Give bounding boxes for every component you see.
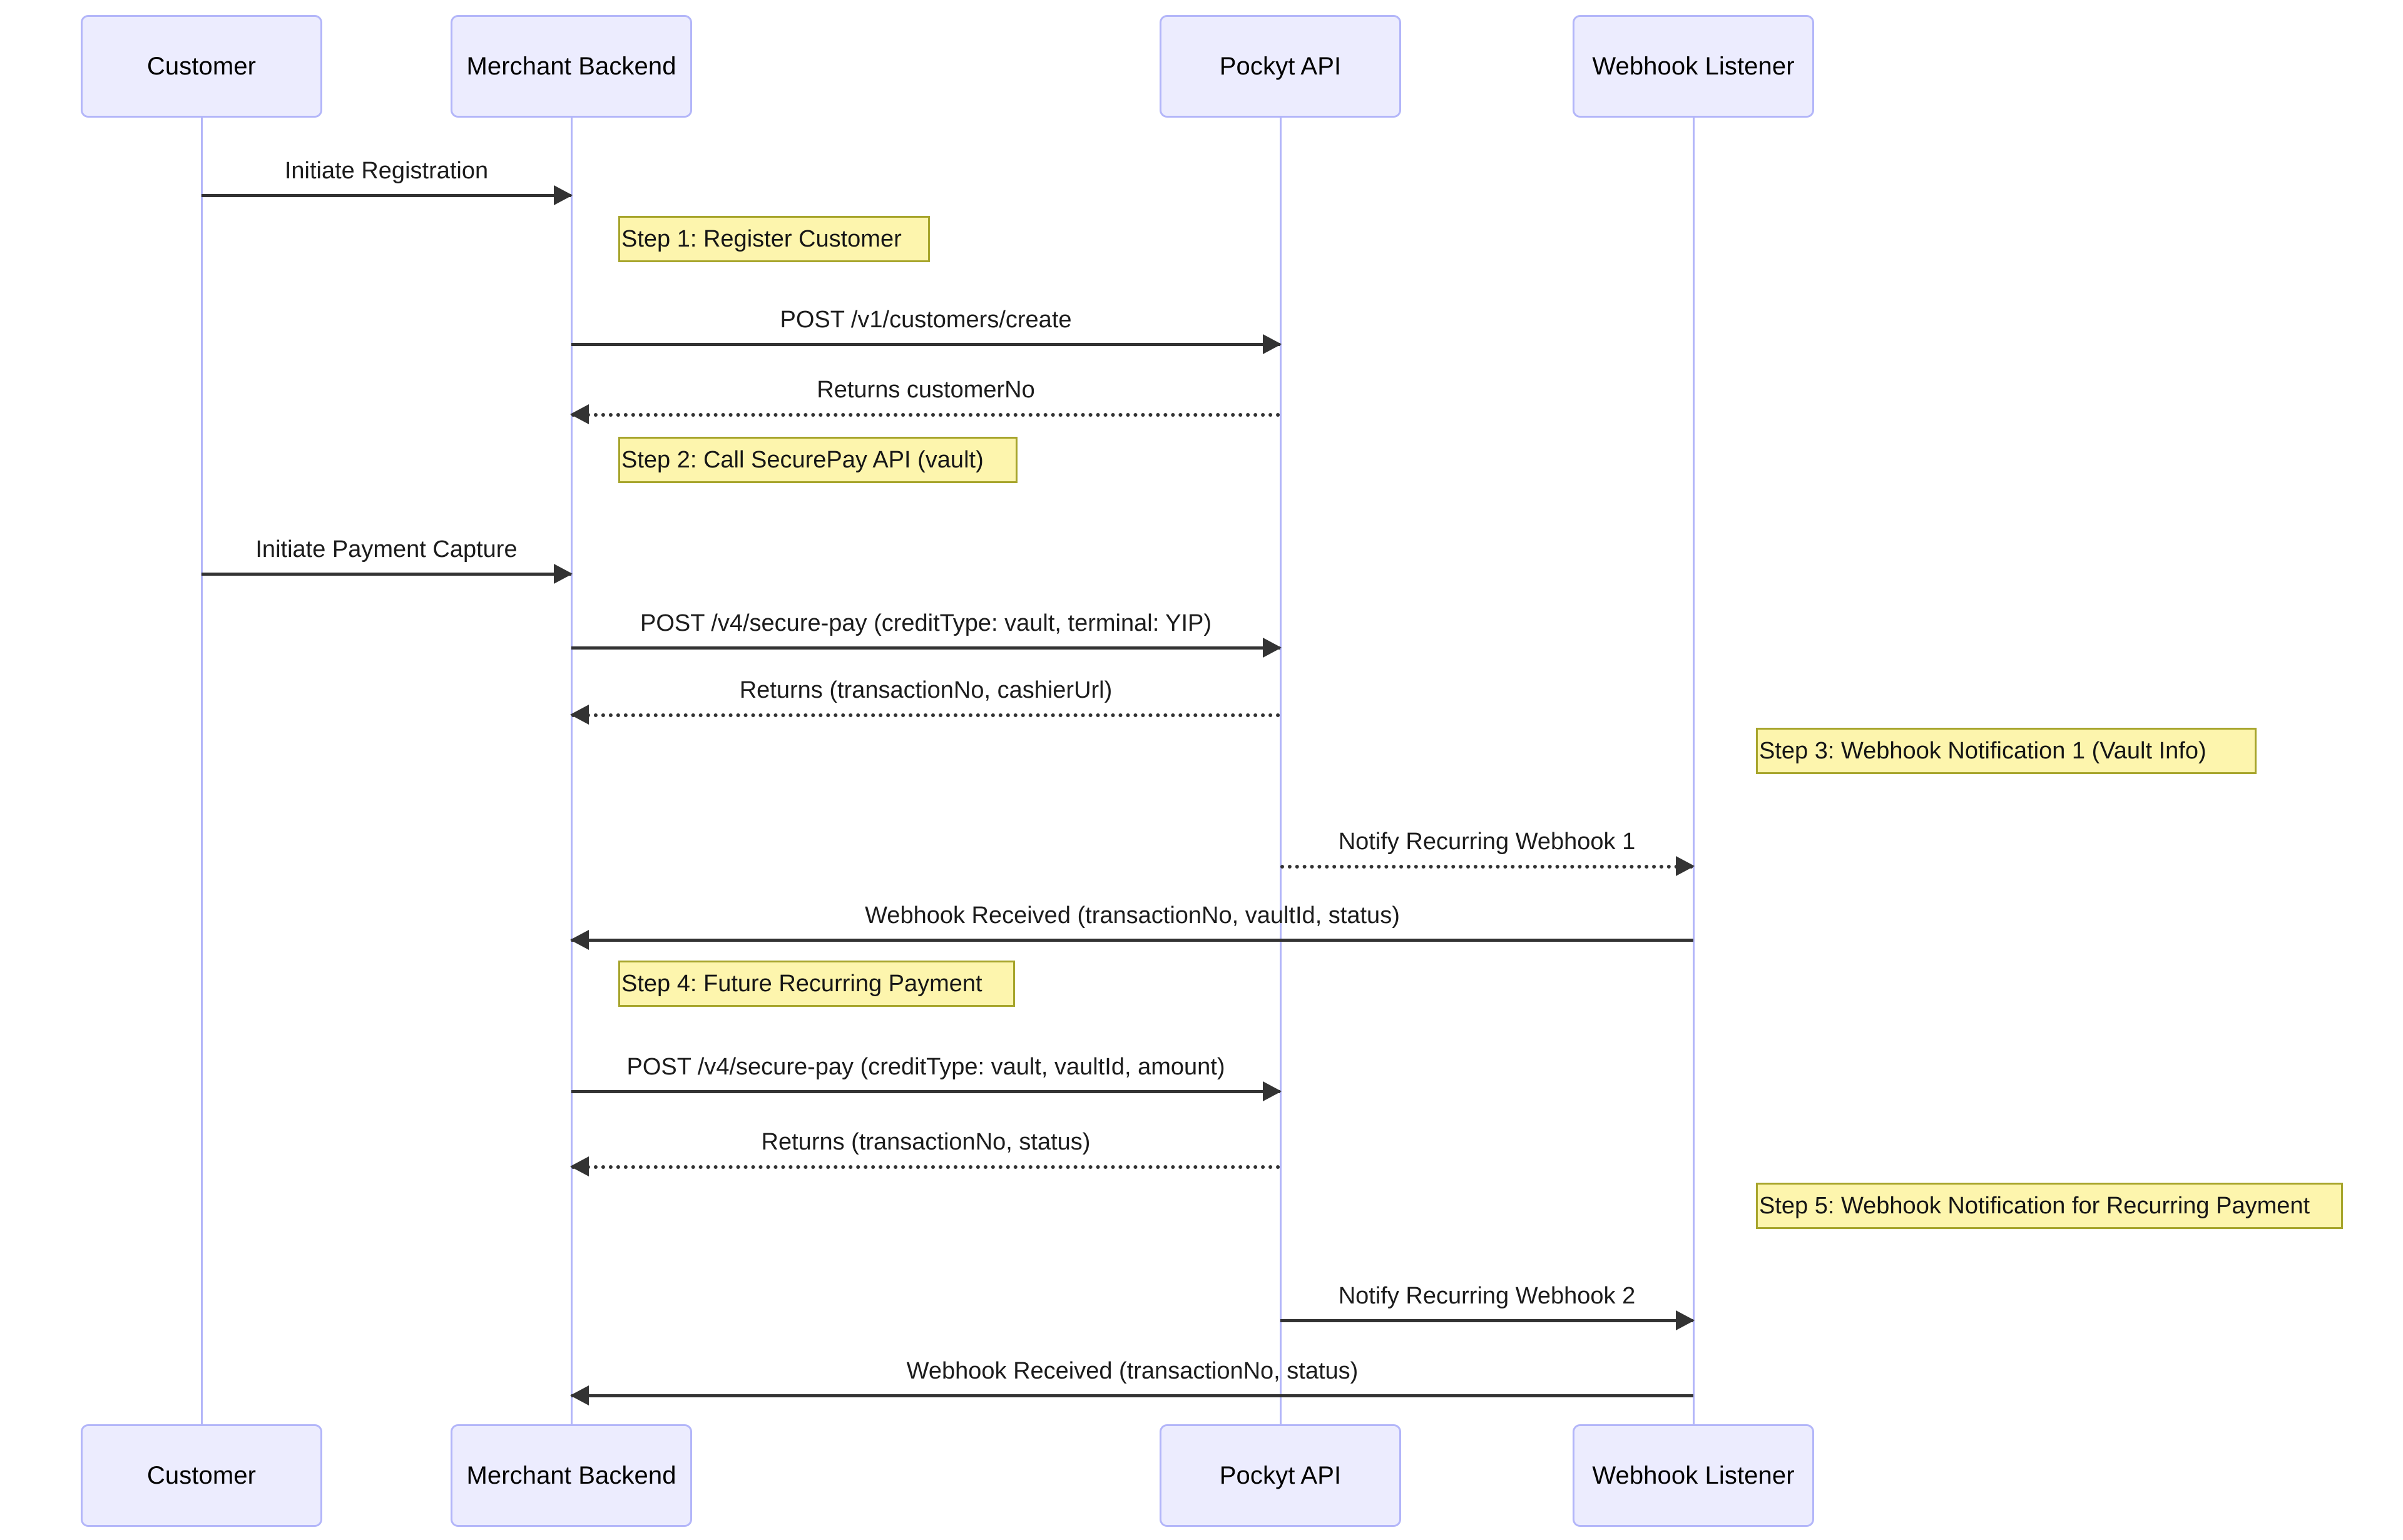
message-label: POST /v4/secure-pay (creditType: vault, … xyxy=(626,1054,1225,1080)
message-line xyxy=(571,939,1693,942)
note-n3[interactable]: Step 3: Webhook Notification 1 (Vault In… xyxy=(1756,728,2257,774)
message-line xyxy=(202,573,571,576)
message-line xyxy=(571,1165,1280,1169)
message-label: Returns (transactionNo, cashierUrl) xyxy=(739,677,1113,703)
lifeline-customer xyxy=(201,118,203,1433)
message-label: POST /v4/secure-pay (creditType: vault, … xyxy=(640,610,1212,636)
message-label: Initiate Registration xyxy=(284,158,489,184)
arrowhead-icon xyxy=(1676,856,1695,876)
message-label: Webhook Received (transactionNo, vaultId… xyxy=(865,902,1400,929)
arrowhead-icon xyxy=(570,1156,589,1176)
message-line xyxy=(571,646,1280,650)
message-label: Webhook Received (transactionNo, status) xyxy=(906,1358,1359,1384)
participant-bottom-customer[interactable]: Customer xyxy=(81,1424,322,1527)
message-label: Initiate Payment Capture xyxy=(255,536,518,563)
participant-label: Pockyt API xyxy=(1219,52,1342,80)
message-line xyxy=(571,413,1280,417)
message-line xyxy=(1280,1319,1693,1322)
participant-label: Pockyt API xyxy=(1219,1461,1342,1489)
arrowhead-icon xyxy=(570,705,589,725)
arrowhead-icon xyxy=(570,404,589,424)
participant-top-merchant[interactable]: Merchant Backend xyxy=(451,15,692,118)
message-line xyxy=(1280,865,1693,869)
arrowhead-icon xyxy=(1263,334,1282,354)
arrowhead-icon xyxy=(554,185,573,205)
participant-label: Customer xyxy=(146,1461,257,1489)
participant-label: Merchant Backend xyxy=(466,1461,676,1489)
arrowhead-icon xyxy=(1263,638,1282,658)
arrowhead-icon xyxy=(1263,1081,1282,1101)
message-label: Notify Recurring Webhook 1 xyxy=(1338,829,1636,855)
note-n4[interactable]: Step 4: Future Recurring Payment xyxy=(618,961,1015,1007)
message-m2: POST /v1/customers/create xyxy=(571,307,1282,354)
message-m3: Returns customerNo xyxy=(570,377,1280,424)
note-n5[interactable]: Step 5: Webhook Notification for Recurri… xyxy=(1756,1183,2343,1229)
participant-top-pockyt[interactable]: Pockyt API xyxy=(1160,15,1401,118)
message-m10: Returns (transactionNo, status) xyxy=(570,1129,1280,1176)
note-label: Step 3: Webhook Notification 1 (Vault In… xyxy=(1759,737,2207,764)
participant-top-webhook[interactable]: Webhook Listener xyxy=(1573,15,1814,118)
participant-bottom-pockyt[interactable]: Pockyt API xyxy=(1160,1424,1401,1527)
participant-bottom-merchant[interactable]: Merchant Backend xyxy=(451,1424,692,1527)
message-line xyxy=(571,343,1280,346)
lifeline-merchant xyxy=(571,118,573,1433)
note-label: Step 4: Future Recurring Payment xyxy=(621,970,982,997)
arrowhead-icon xyxy=(1676,1310,1695,1330)
message-line xyxy=(571,1394,1693,1397)
message-line xyxy=(202,194,571,197)
arrowhead-icon xyxy=(570,1385,589,1405)
note-label: Step 1: Register Customer xyxy=(621,225,902,252)
note-label: Step 5: Webhook Notification for Recurri… xyxy=(1759,1192,2310,1219)
message-m9: POST /v4/secure-pay (creditType: vault, … xyxy=(571,1054,1282,1101)
message-line xyxy=(571,713,1280,717)
participant-top-customer[interactable]: Customer xyxy=(81,15,322,118)
message-label: Notify Recurring Webhook 2 xyxy=(1338,1283,1636,1309)
message-m6: Returns (transactionNo, cashierUrl) xyxy=(570,677,1280,725)
arrowhead-icon xyxy=(554,564,573,584)
message-label: POST /v1/customers/create xyxy=(780,307,1072,333)
arrowhead-icon xyxy=(570,930,589,950)
message-m11: Notify Recurring Webhook 2 xyxy=(1280,1283,1695,1330)
participant-label: Webhook Listener xyxy=(1592,52,1795,80)
message-label: Returns customerNo xyxy=(817,377,1035,403)
message-m12: Webhook Received (transactionNo, status) xyxy=(570,1358,1693,1405)
participant-bottom-webhook[interactable]: Webhook Listener xyxy=(1573,1424,1814,1527)
message-label: Returns (transactionNo, status) xyxy=(761,1129,1091,1155)
message-m5: POST /v4/secure-pay (creditType: vault, … xyxy=(571,610,1282,658)
participant-label: Customer xyxy=(146,52,257,80)
note-n2[interactable]: Step 2: Call SecurePay API (vault) xyxy=(618,437,1018,483)
note-label: Step 2: Call SecurePay API (vault) xyxy=(621,446,984,473)
participant-label: Merchant Backend xyxy=(466,52,676,80)
note-n1[interactable]: Step 1: Register Customer xyxy=(618,216,930,262)
lifeline-pockyt xyxy=(1280,118,1282,1433)
message-m1: Initiate Registration xyxy=(202,158,573,205)
lifeline-webhook xyxy=(1693,118,1695,1433)
message-line xyxy=(571,1090,1280,1093)
participant-label: Webhook Listener xyxy=(1592,1461,1795,1489)
